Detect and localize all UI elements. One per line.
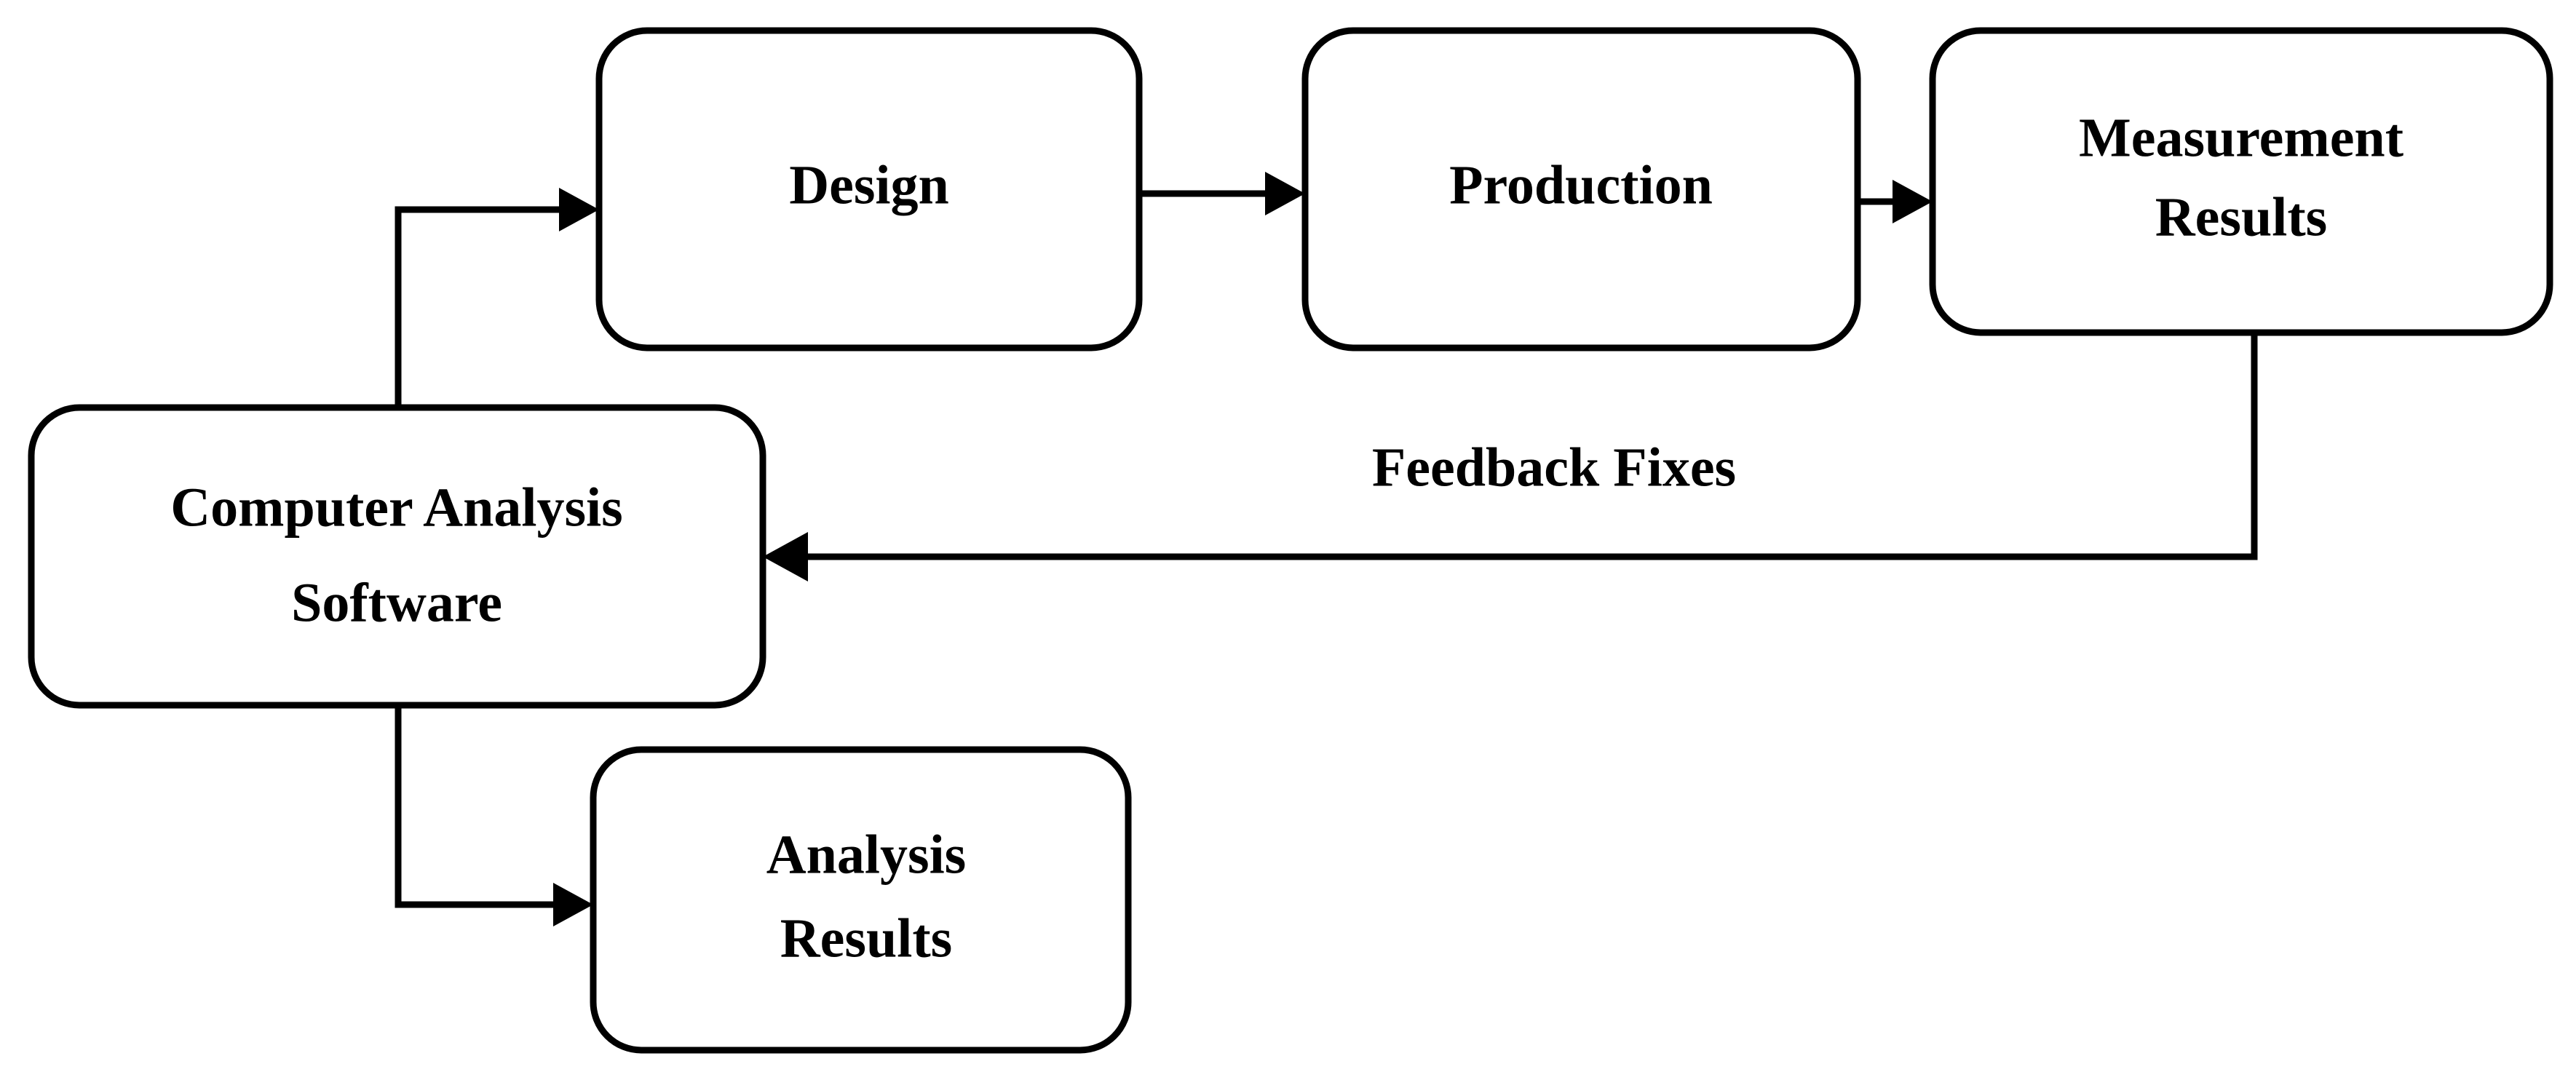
node-analysis-results-box[interactable] [590,746,1132,1054]
node-production-box[interactable] [1301,27,1861,352]
edge-cas-to-design [395,188,599,408]
edge-production-to-measurement [1858,180,1933,223]
node-analysis-results-label-line1: Analysis [766,824,967,885]
edge-production-to-measurement-arrowhead [1893,180,1933,223]
edge-cas-to-analysis-results-path [395,705,573,908]
node-computer-analysis-software-box[interactable] [28,404,766,709]
edge-cas-to-design-arrowhead [559,188,599,231]
edge-design-to-production-arrowhead [1265,172,1305,215]
edge-cas-to-analysis-results-arrowhead [553,883,593,926]
node-design-label: Design [789,154,949,215]
edge-label-feedback-fixes: Feedback Fixes [1372,437,1736,498]
node-computer-analysis-software-label-line2: Software [291,572,502,633]
node-analysis-results-label-line2: Results [780,908,952,969]
node-measurement-results-label-line1: Measurement [2079,107,2403,168]
node-computer-analysis-software[interactable]: Computer Analysis Software [28,404,766,709]
node-computer-analysis-software-label-line1: Computer Analysis [170,477,622,538]
node-production[interactable]: Production [1301,27,1861,352]
edge-measurement-to-cas [763,333,2258,581]
node-design[interactable]: Design [595,27,1143,352]
edge-cas-to-design-path [395,206,579,408]
edge-cas-to-analysis-results [395,705,593,926]
node-measurement-results[interactable]: Measurement Results [1929,27,2553,336]
edge-measurement-to-cas-path [804,333,2258,560]
node-measurement-results-box[interactable] [1929,27,2553,336]
node-analysis-results[interactable]: Analysis Results [590,746,1132,1054]
node-design-box[interactable] [595,27,1143,352]
edge-design-to-production [1139,172,1305,215]
node-production-label: Production [1449,154,1713,215]
edge-measurement-to-cas-arrowhead [763,532,808,581]
node-measurement-results-label-line2: Results [2155,186,2327,247]
